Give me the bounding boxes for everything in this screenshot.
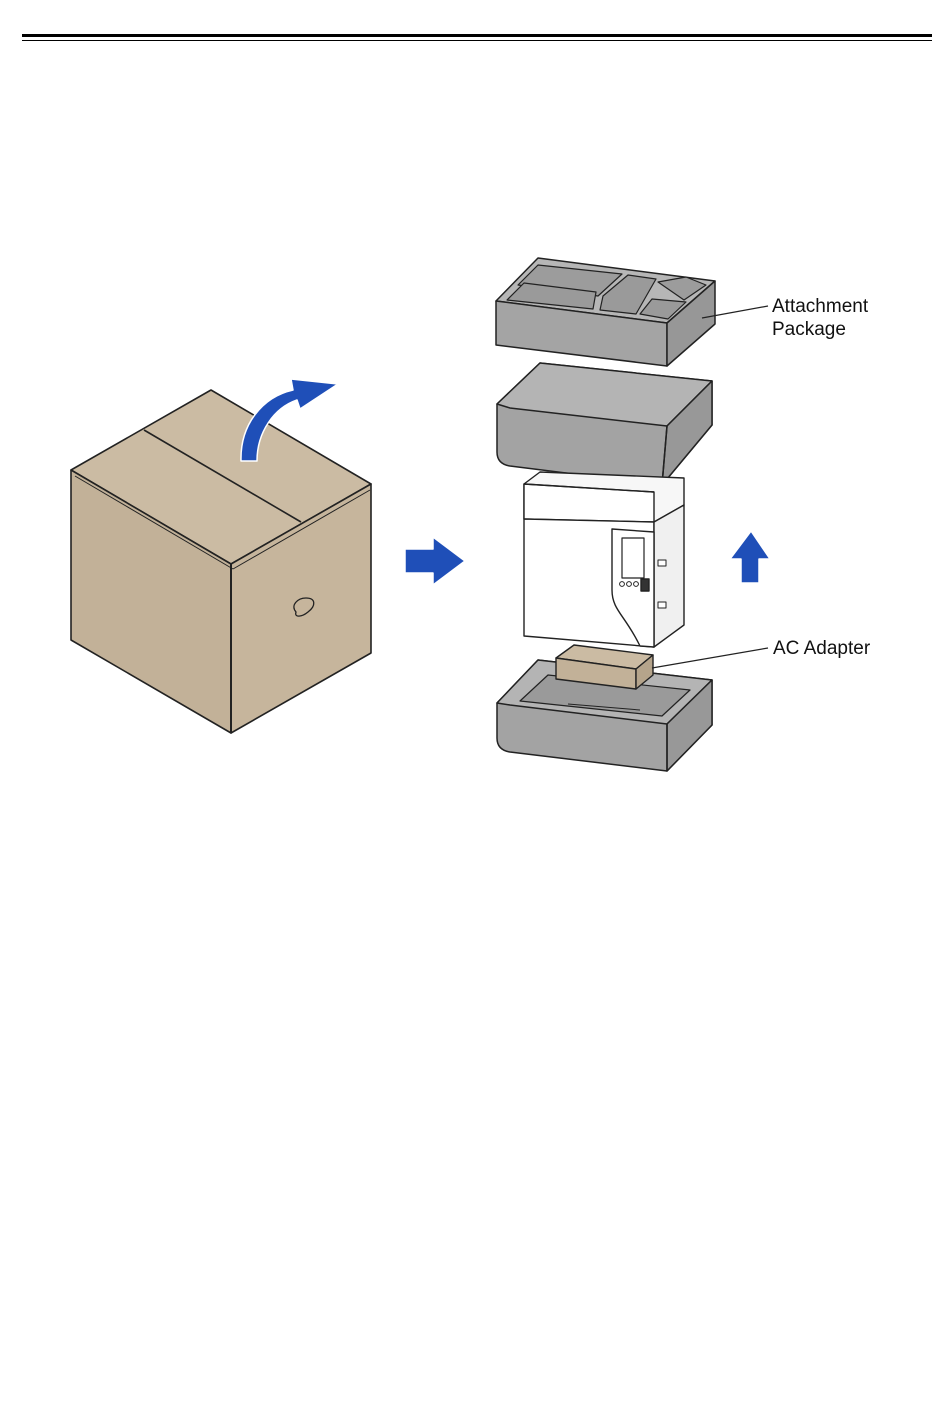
cardboard-box xyxy=(71,390,371,733)
attachment-package-label-line1: Attachment xyxy=(772,295,868,318)
attachment-package-label-line2: Package xyxy=(772,318,846,341)
device xyxy=(524,472,684,647)
attachment-package-foam xyxy=(496,258,715,366)
ac-adapter-leader xyxy=(652,648,768,668)
upper-foam-cap xyxy=(497,363,712,485)
ac-adapter-label: AC Adapter xyxy=(773,637,870,660)
arrow-up-icon xyxy=(730,531,770,583)
arrow-right-icon xyxy=(405,537,465,585)
